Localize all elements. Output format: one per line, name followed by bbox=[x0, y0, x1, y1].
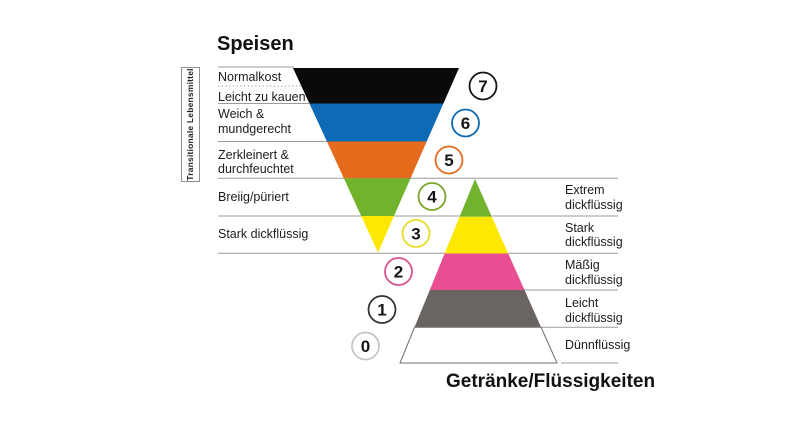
food-band-level-4 bbox=[343, 178, 411, 216]
food-band-level-6 bbox=[309, 103, 444, 142]
level-badge-number-2: 2 bbox=[394, 263, 403, 282]
food-label-zerkleinert-durchfeuchtet: Zerkleinert & durchfeuchtet bbox=[218, 147, 294, 177]
transitional-foods-label: Transitionale Lebensmittel bbox=[181, 67, 200, 182]
level-badge-ring-4 bbox=[417, 182, 447, 211]
level-badge-ring-7 bbox=[468, 71, 498, 101]
level-badge-number-3: 3 bbox=[411, 225, 420, 244]
level-badge-number-7: 7 bbox=[478, 77, 487, 96]
level-badge-number-0: 0 bbox=[361, 337, 370, 356]
level-badge-ring-6 bbox=[451, 108, 480, 138]
food-label-breiig-pueriert: Breiig/püriert bbox=[218, 190, 289, 204]
drinks-label-stark-dickfluessig: Stark dickflüssig bbox=[565, 220, 623, 250]
food-section-title: Speisen bbox=[217, 33, 294, 55]
food-band-level-7 bbox=[293, 68, 459, 104]
level-badge-number-1: 1 bbox=[377, 301, 386, 320]
level-badge-ring-0 bbox=[351, 331, 380, 361]
level-badge-ring-3 bbox=[401, 219, 431, 248]
level-badge-ring-2 bbox=[384, 257, 413, 286]
food-band-level-5 bbox=[326, 141, 427, 179]
drinks-band-level-3 bbox=[444, 216, 509, 254]
drinks-pyramid bbox=[399, 179, 558, 364]
drinks-label-extrem-dickfluessig: Extrem dickflüssig bbox=[565, 183, 623, 212]
food-label-normalkost: Normalkost bbox=[218, 69, 282, 84]
level-badge-number-5: 5 bbox=[444, 151, 453, 170]
food-label-stark-dickfluessig: Stark dickflüssig bbox=[218, 227, 309, 241]
drinks-label-leicht-dickfluessig: Leicht dickflüssig bbox=[565, 296, 623, 325]
level-badge-number-6: 6 bbox=[461, 114, 470, 133]
food-label-leicht-zu-kauen: Leicht zu kauen bbox=[218, 89, 306, 104]
food-label-weich-mundgerecht: Weich & mundgerecht bbox=[218, 107, 291, 136]
drinks-band-level-2 bbox=[429, 253, 525, 290]
drinks-section-title: Getränke/Flüssigkeiten bbox=[446, 371, 656, 392]
food-pyramid bbox=[293, 68, 459, 253]
level-badge-ring-5 bbox=[434, 145, 464, 175]
level-badge-ring-1 bbox=[367, 295, 397, 324]
drinks-band-level-4 bbox=[459, 179, 492, 217]
food-band-level-3 bbox=[361, 216, 394, 253]
drinks-band-level-0 bbox=[399, 326, 558, 364]
drinks-band-level-1 bbox=[414, 290, 542, 328]
drinks-label-duennfluessig: Dünnflüssig bbox=[565, 338, 631, 352]
level-badge-number-4: 4 bbox=[427, 188, 437, 207]
drinks-label-maessig-dickfluessig: Mäßig dickflüssig bbox=[565, 258, 623, 287]
level-badges: 7 6 5 4 3 2 1 0 bbox=[351, 71, 498, 361]
